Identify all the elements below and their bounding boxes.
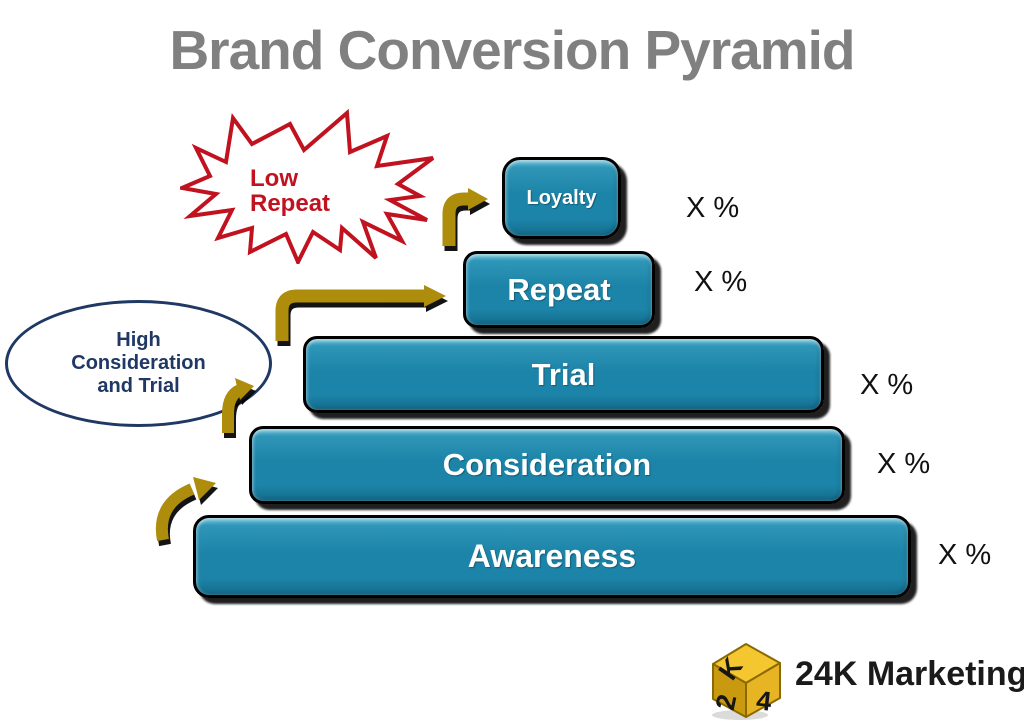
low-repeat-callout: Low Repeat: [250, 166, 330, 216]
pyramid-level-loyalty: Loyalty: [502, 157, 621, 239]
cube-letter-left: 2: [710, 692, 742, 713]
pyramid-level-repeat: Repeat: [463, 251, 655, 328]
high-consideration-line3: and Trial: [97, 375, 180, 397]
pyramid-level-consideration: Consideration: [249, 426, 845, 504]
high-consideration-callout: High Consideration and Trial: [5, 300, 272, 427]
brand-name: 24K Marketing: [795, 655, 1024, 693]
pyramid-level-awareness: Awareness: [193, 515, 911, 598]
pyramid-level-trial-label: Trial: [531, 356, 596, 392]
percent-consideration: X %: [877, 448, 931, 480]
pyramid-level-trial: Trial: [303, 336, 824, 413]
page-title: Brand Conversion Pyramid: [169, 19, 855, 81]
high-consideration-line2: Consideration: [71, 352, 206, 374]
pyramid-level-awareness-label: Awareness: [467, 538, 637, 574]
starburst-outline: [180, 108, 435, 264]
pyramid-level-consideration-label: Consideration: [442, 447, 652, 482]
percent-repeat: X %: [694, 266, 748, 298]
low-repeat-line2: Repeat: [250, 190, 331, 217]
dice-logo-icon: K 2 4: [710, 643, 781, 720]
cube-letter-right: 4: [755, 685, 773, 716]
curved-arrow-loyalty: [442, 188, 490, 251]
low-repeat-line1: Low: [250, 165, 298, 192]
high-consideration-line1: High: [116, 329, 161, 351]
percent-loyalty: X %: [686, 192, 740, 224]
percent-trial: X %: [860, 369, 914, 401]
pyramid-level-repeat-label: Repeat: [507, 271, 611, 307]
percent-awareness: X %: [938, 539, 992, 571]
pyramid-level-loyalty-label: Loyalty: [526, 186, 597, 209]
logo: K 2 4 24K Marketing: [704, 642, 1024, 720]
starburst-shape: [180, 108, 435, 264]
